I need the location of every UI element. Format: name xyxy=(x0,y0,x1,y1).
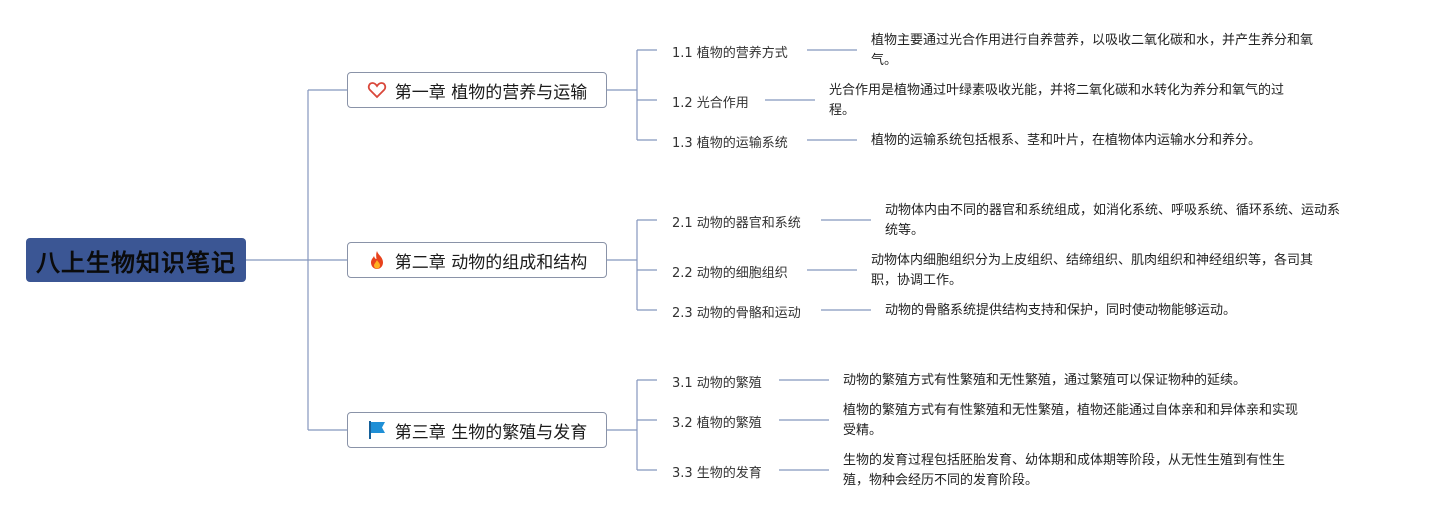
description-line: 受精。 xyxy=(843,423,883,438)
description-1-1[interactable]: 植物主要通过光合作用进行自养营养，以吸收二氧化碳和水，并产生养分和氧 气。 xyxy=(871,31,1313,71)
chapter-3-node[interactable]: 第三章 生物的繁殖与发育 xyxy=(347,412,607,448)
section-2-2[interactable]: 2.2 动物的细胞组织 xyxy=(672,266,788,281)
description-line: 气。 xyxy=(871,53,898,68)
description-2-1[interactable]: 动物体内由不同的器官和系统组成，如消化系统、呼吸系统、循环系统、运动系 统等。 xyxy=(885,201,1340,241)
section-1-2[interactable]: 1.2 光合作用 xyxy=(672,96,749,111)
chapter-3-title: 第三章 生物的繁殖与发育 xyxy=(394,422,588,443)
section-3-2[interactable]: 3.2 植物的繁殖 xyxy=(672,416,762,431)
description-line: 植物主要通过光合作用进行自养营养，以吸收二氧化碳和水，并产生养分和氧 xyxy=(871,33,1314,48)
description-line: 光合作用是植物通过叶绿素吸收光能，并将二氧化碳和水转化为养分和氧气的过 xyxy=(829,83,1285,98)
description-line: 动物体内细胞组织分为上皮组织、结缔组织、肌肉组织和神经组织等，各司其 xyxy=(871,253,1314,268)
chapter-2-title: 第二章 动物的组成和结构 xyxy=(394,252,588,273)
description-line: 植物的运输系统包括根系、茎和叶片，在植物体内运输水分和养分。 xyxy=(871,133,1262,148)
description-line: 统等。 xyxy=(885,223,925,238)
root-title: 八上生物知识笔记 xyxy=(36,248,236,277)
section-2-1[interactable]: 2.1 动物的器官和系统 xyxy=(672,216,801,231)
chapter-1-title: 第一章 植物的营养与运输 xyxy=(394,82,588,103)
section-1-1[interactable]: 1.1 植物的营养方式 xyxy=(672,46,788,61)
heart-icon xyxy=(367,80,387,100)
description-line: 程。 xyxy=(829,103,856,118)
description-line: 殖，物种会经历不同的发育阶段。 xyxy=(843,473,1039,488)
description-line: 动物的繁殖方式有性繁殖和无性繁殖，通过繁殖可以保证物种的延续。 xyxy=(843,373,1247,388)
section-3-1[interactable]: 3.1 动物的繁殖 xyxy=(672,376,762,391)
flag-icon xyxy=(367,420,387,440)
section-2-3[interactable]: 2.3 动物的骨骼和运动 xyxy=(672,306,801,321)
description-3-2[interactable]: 植物的繁殖方式有有性繁殖和无性繁殖，植物还能通过自体亲和和异体亲和实现 受精。 xyxy=(843,401,1298,441)
section-1-3[interactable]: 1.3 植物的运输系统 xyxy=(672,136,788,151)
description-1-2[interactable]: 光合作用是植物通过叶绿素吸收光能，并将二氧化碳和水转化为养分和氧气的过 程。 xyxy=(829,81,1284,121)
description-line: 动物体内由不同的器官和系统组成，如消化系统、呼吸系统、循环系统、运动系 xyxy=(885,203,1341,218)
description-3-3[interactable]: 生物的发育过程包括胚胎发育、幼体期和成体期等阶段，从无性生殖到有性生 殖，物种会… xyxy=(843,451,1285,491)
description-line: 植物的繁殖方式有有性繁殖和无性繁殖，植物还能通过自体亲和和异体亲和实现 xyxy=(843,403,1299,418)
description-line: 生物的发育过程包括胚胎发育、幼体期和成体期等阶段，从无性生殖到有性生 xyxy=(843,453,1286,468)
root-node[interactable]: 八上生物知识笔记 xyxy=(26,238,246,282)
description-2-2[interactable]: 动物体内细胞组织分为上皮组织、结缔组织、肌肉组织和神经组织等，各司其 职，协调工… xyxy=(871,251,1313,291)
description-1-3[interactable]: 植物的运输系统包括根系、茎和叶片，在植物体内运输水分和养分。 xyxy=(871,131,1261,151)
section-3-3[interactable]: 3.3 生物的发育 xyxy=(672,466,762,481)
fire-icon xyxy=(367,250,387,270)
description-line: 动物的骨骼系统提供结构支持和保护，同时使动物能够运动。 xyxy=(885,303,1237,318)
description-line: 职，协调工作。 xyxy=(871,273,963,288)
chapter-1-node[interactable]: 第一章 植物的营养与运输 xyxy=(347,72,607,108)
description-2-3[interactable]: 动物的骨骼系统提供结构支持和保护，同时使动物能够运动。 xyxy=(885,301,1236,321)
chapter-2-node[interactable]: 第二章 动物的组成和结构 xyxy=(347,242,607,278)
description-3-1[interactable]: 动物的繁殖方式有性繁殖和无性繁殖，通过繁殖可以保证物种的延续。 xyxy=(843,371,1246,391)
